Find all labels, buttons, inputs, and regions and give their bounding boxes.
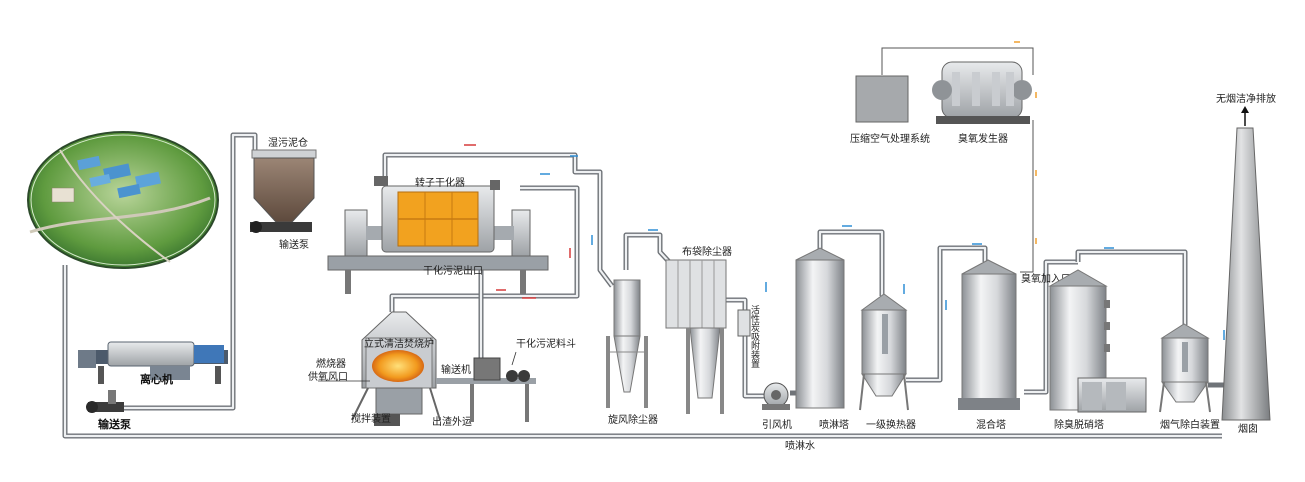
wet-sludge-bin (250, 149, 317, 233)
activated-carbon-device (737, 309, 751, 337)
rotor-dryer-label: 转子干化器 (415, 176, 465, 189)
activated-carbon-label: 活性炭吸附装置 (749, 304, 760, 368)
whitening-device-label: 烟气除白装置 (1160, 418, 1220, 431)
conveyor-label: 输送机 (441, 363, 471, 376)
dried-sludge-outlet-label: 干化污泥出口 (423, 264, 483, 277)
denitration-tower-label: 除臭脱硝塔 (1054, 418, 1104, 431)
induced-fan-label: 引风机 (762, 418, 792, 431)
heat-exchanger-label: 一级换热器 (866, 418, 916, 431)
compressed-air-system (855, 75, 909, 123)
dried-sludge-hopper-label: 干化污泥料斗 (516, 337, 576, 350)
spray-tower (795, 247, 845, 409)
compressed-air-label: 压缩空气处理系统 (850, 132, 930, 145)
pipe-network (62, 132, 1228, 439)
spray-tower-label: 喷淋塔 (819, 418, 849, 431)
ozone-generator (932, 61, 1032, 124)
flow-markers (464, 41, 1225, 340)
plant-aerial-photo (27, 131, 219, 269)
slag-out-label: 出渣外运 (432, 415, 472, 428)
ozone-lines (881, 47, 1034, 273)
mixing-tower-label: 混合塔 (976, 418, 1006, 431)
centrifuge (78, 341, 228, 384)
pump-bottom-label: 输送泵 (98, 417, 131, 431)
air-inlet-label: 供氧风口 (308, 370, 348, 383)
induced-fan (762, 382, 790, 410)
heat-exchanger (859, 293, 909, 411)
bag-filter (665, 259, 727, 414)
cyclone-dust-collector (606, 279, 648, 408)
cyclone-label: 旋风除尘器 (608, 413, 658, 426)
burner-label: 燃烧器 (316, 357, 346, 370)
pump-bottom (86, 390, 124, 413)
wet-sludge-bin-label: 湿污泥仓 (268, 136, 308, 149)
centrifuge-label: 离心机 (140, 372, 173, 386)
clean-discharge-label: 无烟洁净排放 (1216, 92, 1276, 105)
conveyor (436, 357, 536, 422)
whitening-device (1159, 323, 1211, 413)
ozone-generator-label: 臭氧发生器 (958, 132, 1008, 145)
spray-water-label: 喷淋水 (785, 439, 815, 452)
chimney-label: 烟囱 (1238, 422, 1258, 435)
denitration-tower (1048, 269, 1147, 413)
mixing-tower (958, 259, 1020, 410)
incinerator-label: 立式清洁焚烧炉 (364, 337, 434, 350)
pump-top-label: 输送泵 (279, 238, 309, 251)
chimney (1221, 106, 1271, 421)
stirring-device-label: 搅拌装置 (351, 412, 391, 425)
incinerator (351, 311, 441, 426)
rotor-dryer (327, 176, 549, 294)
bag-filter-label: 布袋除尘器 (682, 245, 732, 258)
